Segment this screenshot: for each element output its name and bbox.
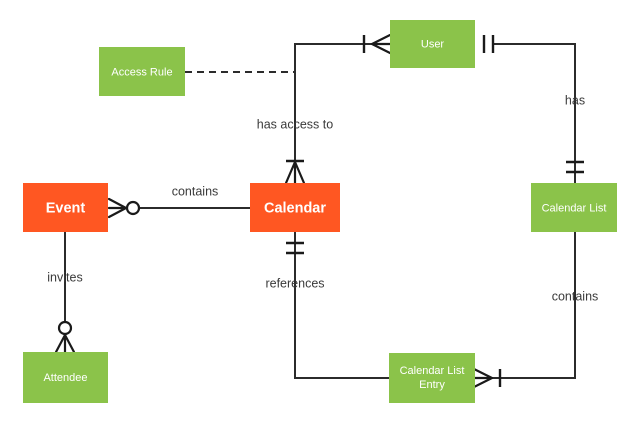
entity-calendar[interactable]: Calendar — [250, 183, 340, 232]
cardinality-zero-or-many-attendee-top — [54, 320, 76, 354]
cardinality-exactly-one-user-right — [482, 35, 495, 53]
entity-access-rule[interactable]: Access Rule — [99, 47, 185, 96]
relationship-label-contains-list-entry: contains — [552, 289, 599, 303]
cardinality-one-or-many-cle-right — [472, 367, 502, 389]
relationship-label-contains-calendar-event: contains — [172, 184, 219, 198]
entity-attendee[interactable]: Attendee — [23, 352, 108, 403]
relationship-label-invites: invites — [47, 270, 82, 284]
cardinality-zero-or-many-event-right — [107, 197, 141, 219]
entity-user[interactable]: User — [390, 20, 475, 68]
entity-label-calendar: Calendar — [264, 200, 326, 216]
edge-has-access-to — [294, 43, 373, 183]
edge-contains-list-entry — [492, 232, 576, 379]
entity-label-calendar-list-entry-line2: Entry — [419, 379, 445, 391]
entity-event[interactable]: Event — [23, 183, 108, 232]
relationship-label-references: references — [265, 276, 324, 290]
cardinality-one-or-many-user-left — [362, 33, 392, 55]
entity-label-calendar-list: Calendar List — [542, 202, 607, 214]
entity-label-event: Event — [46, 200, 86, 216]
cardinality-exactly-one-calendar-bottom — [286, 241, 304, 255]
entity-label-calendar-list-entry-line1: Calendar List — [400, 365, 465, 377]
entity-calendar-list[interactable]: Calendar List — [531, 183, 617, 232]
edge-references — [294, 232, 389, 379]
edge-has — [492, 43, 576, 183]
relationship-label-has: has — [565, 93, 585, 107]
cardinality-exactly-one-calendar-list-top — [566, 160, 584, 174]
entity-calendar-list-entry[interactable]: Calendar List Entry — [389, 353, 475, 403]
cardinality-one-or-many-calendar-top — [284, 159, 306, 185]
relationship-label-has-access-to: has access to — [257, 117, 333, 131]
entity-label-user: User — [421, 38, 445, 50]
entity-label-access-rule: Access Rule — [111, 66, 172, 78]
entity-label-attendee: Attendee — [43, 372, 87, 384]
